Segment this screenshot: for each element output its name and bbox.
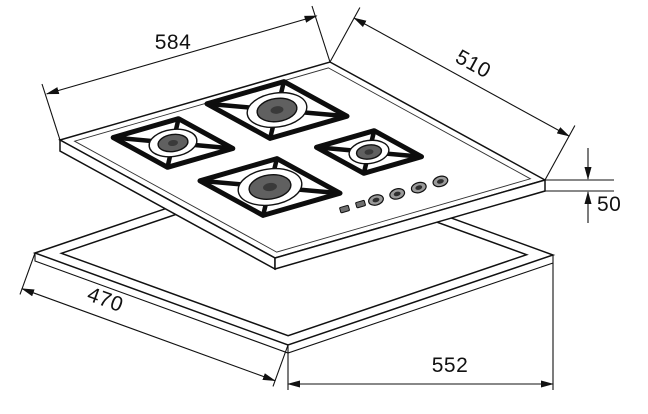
grate-frame bbox=[197, 156, 343, 218]
dimension-hob-height: 50 bbox=[545, 148, 621, 223]
igniter-button bbox=[339, 204, 350, 214]
knob-marker bbox=[393, 191, 401, 197]
burner-front-right bbox=[348, 139, 390, 165]
extension-line bbox=[19, 252, 36, 295]
burner-front-left bbox=[237, 167, 303, 207]
grate-frame bbox=[110, 116, 236, 170]
dimension-line bbox=[45, 15, 318, 95]
dimension-cutout-width: 552 bbox=[287, 263, 554, 390]
dimension-line bbox=[353, 17, 570, 137]
burner-center bbox=[364, 149, 374, 155]
dimension-line bbox=[21, 288, 276, 382]
grate-frame bbox=[314, 128, 424, 176]
knob-marker bbox=[372, 197, 380, 203]
dim-label-584: 584 bbox=[155, 31, 192, 54]
knob-marker bbox=[415, 185, 423, 190]
dim-label-552: 552 bbox=[432, 354, 469, 377]
knob-1 bbox=[368, 194, 384, 206]
dimension-hob-width: 584 bbox=[41, 5, 331, 141]
burners bbox=[148, 91, 390, 207]
burner-center bbox=[263, 182, 277, 192]
burner-center bbox=[270, 106, 284, 114]
knob-marker bbox=[436, 179, 444, 184]
dim-label-50: 50 bbox=[597, 193, 621, 216]
hob-body bbox=[58, 61, 547, 271]
burner-back-left bbox=[148, 128, 198, 158]
knob-4 bbox=[432, 175, 449, 188]
extension-line bbox=[544, 125, 576, 181]
burner-back-right bbox=[246, 91, 308, 129]
burner-center bbox=[168, 139, 178, 147]
control-panel bbox=[339, 175, 449, 214]
igniter-button bbox=[355, 199, 366, 209]
extension-line bbox=[41, 83, 61, 141]
extension-line bbox=[329, 7, 361, 63]
knob-3 bbox=[410, 181, 427, 194]
knob-2 bbox=[389, 188, 406, 200]
extension-line bbox=[311, 5, 331, 63]
